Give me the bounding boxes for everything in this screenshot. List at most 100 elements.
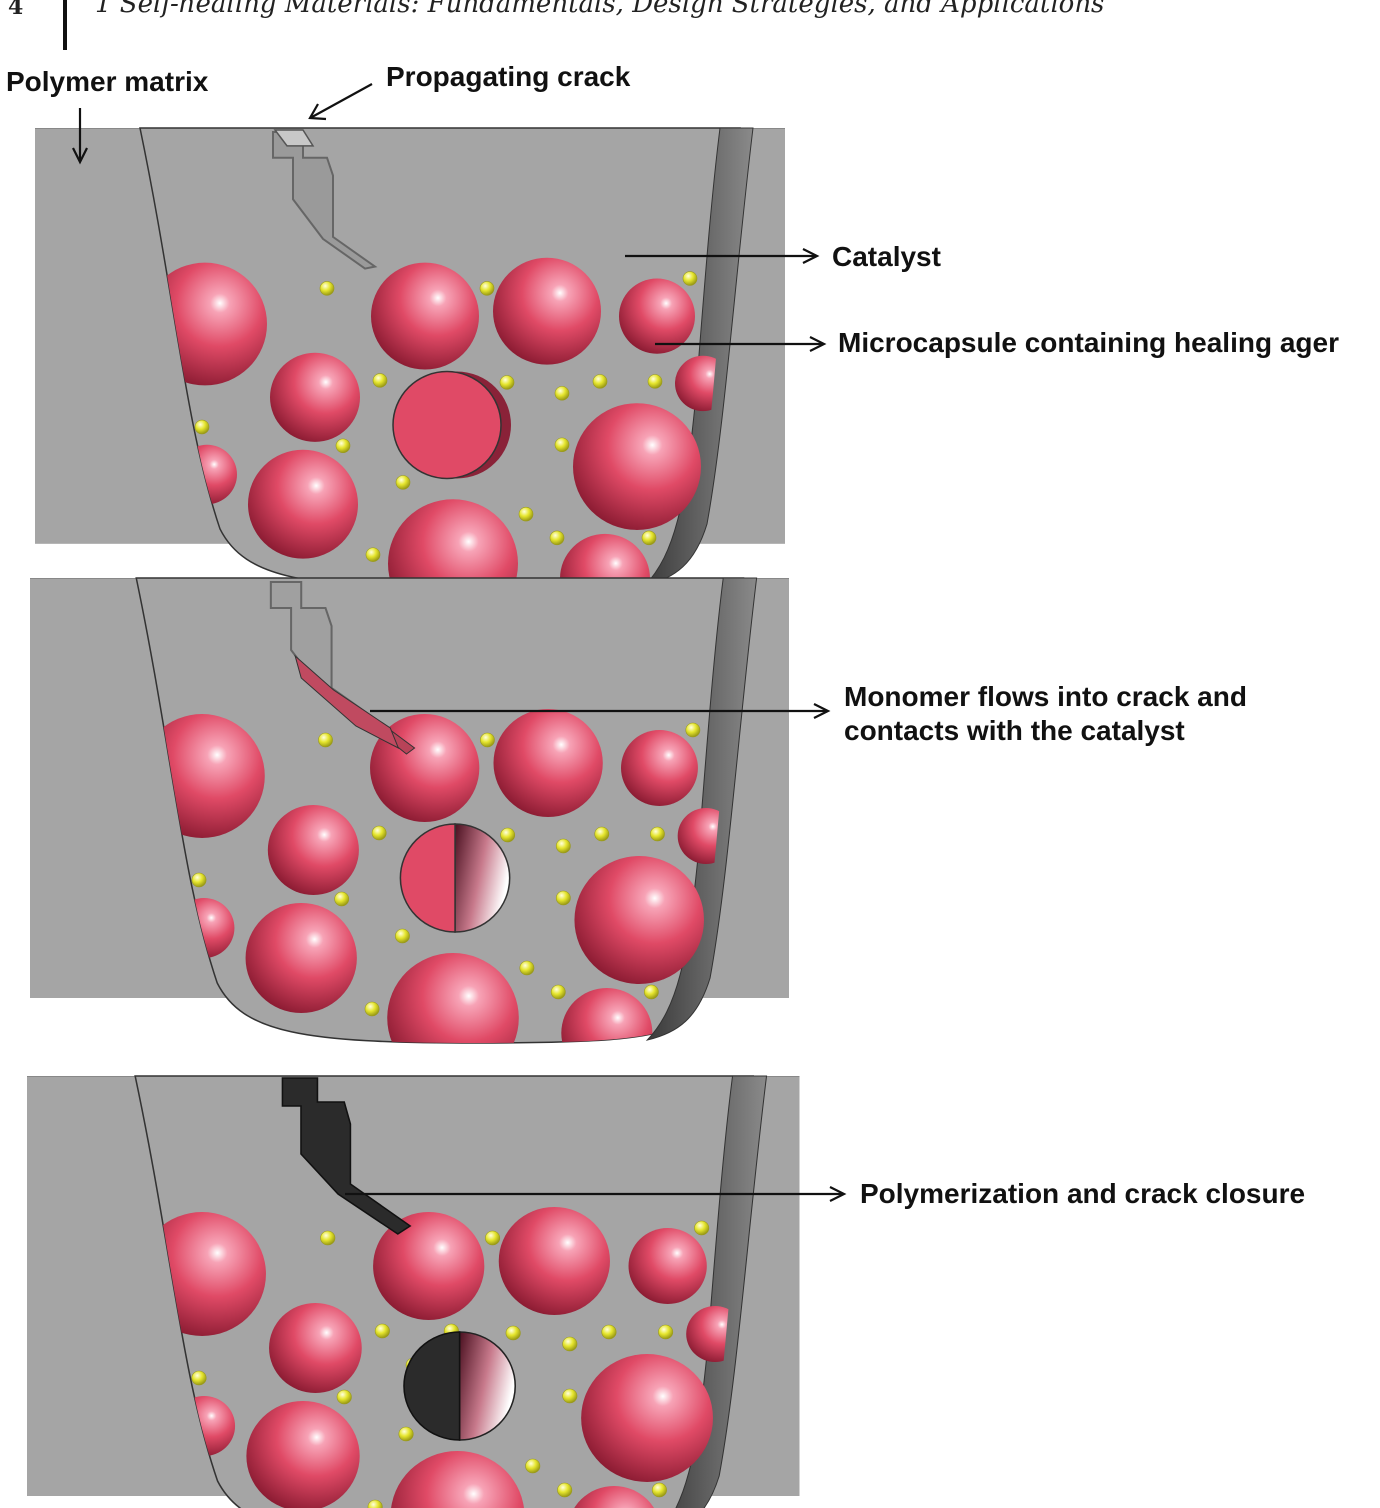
page-header: 4 1 Self-healing Materials: Fundamentals… (8, 0, 1104, 50)
catalyst-particle (643, 984, 659, 1000)
polymerization-arrowhead (829, 1186, 847, 1202)
microcapsule-arrowhead (809, 336, 827, 352)
microcapsule (619, 278, 695, 354)
monomer-label-line2: contacts with the catalyst (844, 715, 1185, 746)
capsule-interior (458, 1331, 516, 1441)
catalyst-particle (479, 281, 495, 296)
microcapsule (245, 903, 357, 1013)
monomer-arrowhead (813, 703, 831, 719)
microcapsule (498, 1207, 610, 1315)
catalyst-particle (557, 1482, 573, 1498)
propagating-crack-label: Propagating crack (386, 61, 631, 92)
catalyst-particle (367, 1499, 383, 1508)
catalyst-particle (499, 375, 515, 390)
catalyst-particle (371, 825, 387, 841)
page-number: 4 (8, 0, 23, 20)
panel-crack-propagation (35, 127, 785, 590)
catalyst-particle (647, 374, 663, 389)
catalyst-particle (562, 1388, 578, 1404)
catalyst-particle (685, 722, 701, 738)
catalyst-particle (554, 437, 570, 453)
running-title: 1 Self-healing Materials: Fundamentals, … (95, 0, 1104, 19)
annotations: Polymer matrix Propagating crack Catalys… (6, 61, 1339, 1209)
trough-wall (675, 1075, 768, 1508)
catalyst-particle (395, 928, 410, 944)
catalyst-particle (191, 1370, 207, 1386)
catalyst-particle (505, 1325, 521, 1341)
catalyst-particle (562, 1336, 578, 1352)
catalyst-particle (372, 373, 388, 388)
catalyst-particle (592, 374, 608, 389)
catalyst-particle (365, 547, 381, 562)
propagating-crack-arrow (311, 83, 373, 118)
monomer-label-line1: Monomer flows into crack and (844, 681, 1247, 712)
catalyst-particle (658, 1324, 674, 1340)
healed-crack (281, 1077, 412, 1235)
catalyst-particle (601, 1324, 617, 1340)
ruptured-capsule (392, 370, 502, 480)
microcapsule (373, 1212, 485, 1320)
catalyst-particle (518, 506, 534, 522)
catalyst-particle (682, 271, 698, 286)
catalyst-label: Catalyst (832, 241, 941, 272)
catalyst-particle (549, 530, 565, 546)
microcapsule (621, 730, 698, 806)
polymer-matrix-arrowhead (72, 147, 88, 165)
catalyst-particle (555, 838, 571, 854)
crack-path (272, 130, 378, 270)
catalyst-particle (554, 386, 570, 401)
catalyst-particle (318, 732, 333, 748)
catalyst-particle (336, 1389, 352, 1405)
trough-contents (138, 1207, 744, 1508)
microcapsule (390, 1451, 525, 1508)
catalyst-particle (395, 475, 411, 490)
catalyst-particle (480, 732, 495, 748)
propagating-crack-arrowhead (308, 103, 327, 121)
capsule-polymerized-half (403, 1331, 461, 1441)
catalyst-particle (194, 419, 210, 435)
catalyst-particle (335, 438, 351, 454)
header-rule (63, 0, 67, 50)
panel-polymerization (27, 1075, 800, 1508)
catalyst-particle (650, 826, 665, 842)
microcapsule (270, 352, 360, 442)
catalyst-particle (364, 1001, 380, 1017)
catalyst-particle (320, 1230, 336, 1246)
microcapsule (269, 1303, 362, 1393)
microcapsule (267, 805, 359, 895)
catalyst-arrowhead (802, 248, 820, 264)
catalyst-particle (555, 890, 571, 906)
microcapsule (573, 403, 701, 530)
microcapsule-label: Microcapsule containing healing ager (838, 327, 1339, 358)
catalyst-particle (519, 960, 535, 976)
microcapsule (493, 709, 603, 817)
catalyst-particle (550, 984, 566, 1000)
catalyst-particle (525, 1458, 541, 1474)
panel-monomer-flow (30, 577, 789, 1044)
polymerization-label: Polymerization and crack closure (860, 1178, 1305, 1209)
microcapsule (246, 1401, 360, 1508)
polymer-matrix-label: Polymer matrix (6, 66, 209, 97)
catalyst-particle (485, 1230, 501, 1246)
microcapsule (371, 262, 479, 370)
microcapsule (628, 1228, 707, 1304)
microcapsule (248, 449, 358, 559)
catalyst-particle (374, 1323, 390, 1339)
microcapsule (561, 988, 653, 1043)
microcapsule (493, 257, 601, 365)
microcapsule (387, 953, 519, 1043)
monomer-flow (294, 654, 400, 750)
catalyst-particle (191, 872, 207, 888)
catalyst-particle (694, 1220, 710, 1236)
catalyst-particle (319, 281, 335, 296)
catalyst-particle (641, 530, 657, 546)
microcapsule (574, 856, 704, 984)
catalyst-particle (500, 827, 516, 843)
catalyst-particle (334, 891, 350, 907)
catalyst-particle (651, 1482, 667, 1498)
crack-face (273, 129, 315, 147)
microcapsule (581, 1354, 713, 1482)
capsule-interior (454, 823, 511, 933)
catalyst-particle (594, 826, 610, 842)
